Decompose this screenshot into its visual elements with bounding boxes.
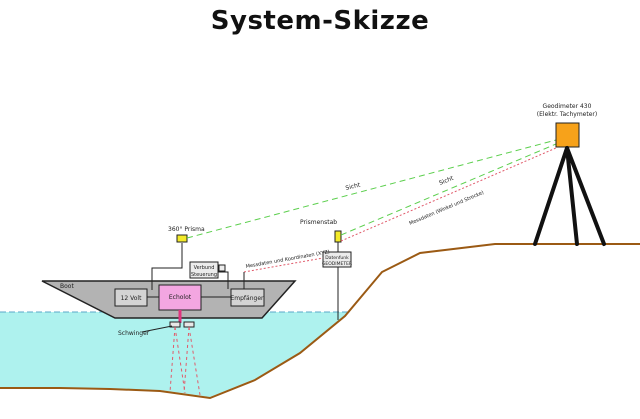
label-verbund-2: Steuerung	[191, 272, 217, 278]
water-body	[0, 312, 350, 397]
radio-box	[322, 251, 352, 268]
echolot-box	[158, 284, 202, 311]
transducer-right	[183, 321, 195, 328]
label-datenfunk-1: Datenfunk	[325, 255, 349, 261]
label-prismenstab: Prismenstab	[300, 219, 337, 226]
prism-360	[176, 234, 188, 243]
label-empfaenger: Empfänger	[230, 295, 264, 302]
label-boot: Boot	[60, 283, 74, 290]
small-connector	[218, 264, 226, 272]
wire-control	[218, 271, 229, 289]
prism-pole-prism	[334, 230, 342, 243]
terrain-line	[0, 243, 640, 400]
control-box	[189, 261, 219, 279]
label-echolot: Echolot	[169, 294, 192, 301]
label-sicht-1: Sicht	[345, 181, 362, 192]
tripod	[533, 146, 606, 246]
geodimeter-instrument	[555, 122, 580, 148]
data-line-pole	[340, 147, 557, 242]
label-verbund-1: Verbund	[194, 265, 215, 271]
label-geodimeter-1: Geodimeter 430	[543, 103, 592, 110]
label-schwinger: Schwinger	[118, 330, 150, 337]
label-datenfunk-2: GEODIMETER	[322, 261, 352, 267]
wire-prism-mast	[151, 243, 183, 290]
page-title: System-Skizze	[210, 6, 430, 36]
sonar-beams	[169, 326, 201, 396]
label-messdaten-1: Messdaten und Koordinaten (XYZ)	[245, 249, 330, 270]
data-link-radio	[243, 257, 324, 273]
label-messdaten-2: Messdaten (Winkel und Strecke)	[408, 190, 484, 227]
sight-line-boat	[186, 139, 557, 239]
label-volt: 12 Volt	[121, 295, 143, 302]
label-geodimeter-2: (Elektr. Tachymeter)	[537, 111, 597, 118]
sight-line-pole	[340, 143, 557, 236]
pointer-schwinger	[141, 325, 173, 333]
label-sicht-2: Sicht	[438, 175, 455, 187]
label-prisma360: 360° Prisma	[168, 226, 205, 233]
